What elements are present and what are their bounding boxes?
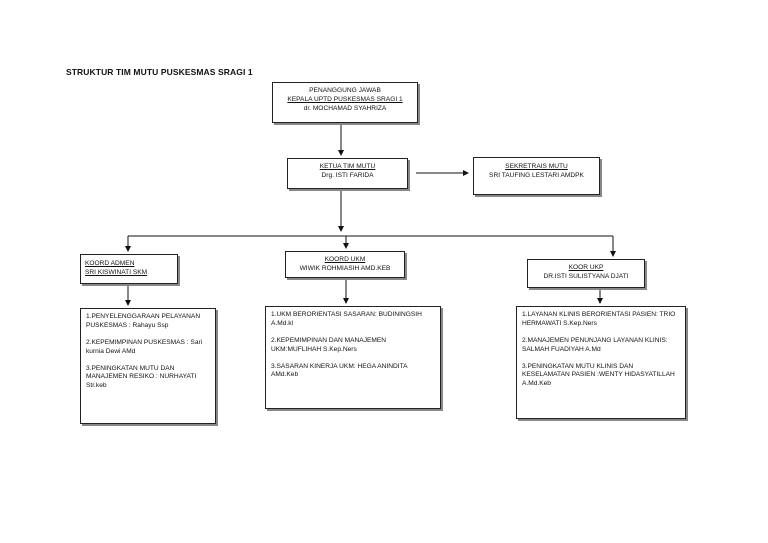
list-item: 1.PENYELENGGARAAN PELAYANAN PUSKESMAS : … <box>86 313 201 329</box>
list-item: 3.PENINGKATAN MUTU KLINIS DAN KESELAMATA… <box>522 362 675 388</box>
sekretaris-role: SEKRETRAIS MUTU <box>505 163 568 170</box>
list-item: 3.SASARAN KINERJA UKM: HEGA ANINDITA AMd… <box>271 362 408 379</box>
ukm-role: KOORD UKM <box>324 256 366 263</box>
penanggung-role: PENANGGUNG JAWAB <box>309 87 381 94</box>
koord-admen-box: KOORD ADMEN SRI KISWINATI SKM <box>80 254 178 284</box>
sekretaris-name: SRI TAUFING LESTARI AMDPK <box>489 171 584 179</box>
ketua-box: KETUA TIM MUTU Drg. ISTI FARIDA <box>287 158 408 189</box>
page-title: STRUKTUR TIM MUTU PUSKESMAS SRAGI 1 <box>66 67 253 77</box>
ukp-task-list: 1.LAYANAN KLINIS BERORIENTASI PASIEN: TR… <box>516 306 686 419</box>
admen-role: KOORD ADMEN <box>85 260 135 267</box>
sekretaris-box: SEKRETRAIS MUTU SRI TAUFING LESTARI AMDP… <box>473 157 600 195</box>
ketua-name: Drg. ISTI FARIDA <box>321 171 374 179</box>
koord-ukm-box: KOORD UKM WIWIK ROHMIASIH AMD.KEB <box>285 251 405 278</box>
list-item: 2.KEPEMIMPINAN PUSKESMAS : Sari kurnia D… <box>86 338 203 355</box>
admen-name: SRI KISWINATI SKM <box>85 268 148 276</box>
koor-ukp-box: KOOR UKP DR.ISTI SULISTYANA DJATI <box>527 259 645 288</box>
list-item: 1.UKM BERORIENTASI SASARAN: BUDININGSIH … <box>271 311 422 327</box>
list-item: 2.MANAJEMEN PENUNJANG LAYANAN KLINIS: SA… <box>522 336 668 353</box>
ukm-task-list: 1.UKM BERORIENTASI SASARAN: BUDININGSIH … <box>265 306 441 409</box>
ketua-role: KETUA TIM MUTU <box>319 163 376 170</box>
list-item: 1.LAYANAN KLINIS BERORIENTASI PASIEN: TR… <box>522 311 676 327</box>
penanggung-name: dr. MOCHAMAD SYAHRIZA <box>303 104 387 112</box>
admen-task-list: 1.PENYELENGGARAAN PELAYANAN PUSKESMAS : … <box>80 308 216 424</box>
ukp-role: KOOR UKP <box>568 264 604 271</box>
list-item: 3.PENINGKATAN MUTU DAN MANAJEMEN RESIKO … <box>86 364 197 390</box>
ukp-name: DR.ISTI SULISTYANA DJATI <box>543 272 629 280</box>
penanggung-position: KEPALA UPTD PUSKESMAS SRAGI 1 <box>287 95 403 103</box>
ukm-name: WIWIK ROHMIASIH AMD.KEB <box>299 264 391 272</box>
list-item: 2.KEPEMIMPINAN DAN MANAJEMEN UKM:MUFLIHA… <box>271 336 387 353</box>
penanggung-jawab-box: PENANGGUNG JAWAB KEPALA UPTD PUSKESMAS S… <box>272 82 418 123</box>
